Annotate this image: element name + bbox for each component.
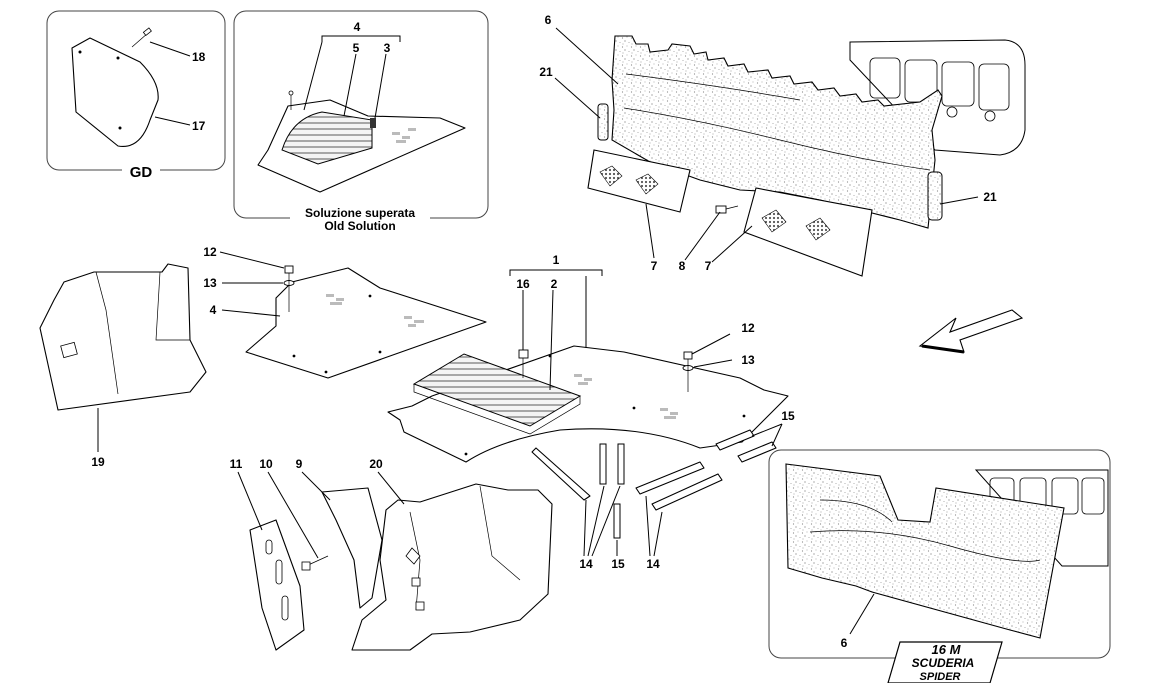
strip-part-15-b — [737, 441, 777, 463]
strip-part-15-bottom — [613, 503, 621, 539]
label-12-right: 12 — [741, 321, 755, 335]
label-15-bottom: 15 — [611, 557, 625, 571]
label-18: 18 — [192, 50, 206, 64]
label-3: 3 — [384, 41, 391, 55]
label-7-right: 7 — [705, 259, 712, 273]
logo-line-3: SPIDER — [920, 671, 961, 683]
side-trim-group: 19 — [39, 263, 207, 469]
wheelarch-group: 11 10 9 20 — [230, 457, 553, 651]
side-trim-part-19 — [39, 263, 207, 411]
label-16: 16 — [516, 277, 530, 291]
label-8: 8 — [679, 259, 686, 273]
clip-part-10 — [301, 561, 311, 571]
strip-part-21-left — [597, 103, 609, 141]
trim-part-9 — [321, 487, 383, 609]
label-11: 11 — [230, 457, 243, 471]
label-21-right: 21 — [983, 190, 997, 204]
label-5: 5 — [353, 41, 360, 55]
bolt-part-12-left — [284, 265, 294, 274]
old-insert-part-5 — [281, 111, 373, 165]
label-21-left: 21 — [539, 65, 553, 79]
bolt-part-12-right — [683, 351, 693, 360]
left-floor-mat-group: 12 13 4 — [203, 245, 487, 379]
gd-caption: GD — [130, 164, 153, 181]
strip-part-14-e — [651, 473, 723, 511]
label-4-top: 4 — [354, 20, 361, 34]
logo-line-1: 16 M — [932, 642, 962, 657]
gd-caption-bg — [122, 160, 160, 180]
strip-part-21-right — [927, 171, 943, 221]
main-floor-mat-group: 1 16 2 12 13 — [387, 253, 789, 463]
screw-part-16 — [518, 349, 529, 359]
gd-inset: GD 18 17 — [46, 10, 226, 181]
label-9: 9 — [296, 457, 303, 471]
panel-6-inset: 6 — [768, 449, 1111, 659]
label-6-inset: 6 — [841, 636, 848, 650]
screw-part-8 — [715, 205, 727, 214]
label-12-left: 12 — [203, 245, 217, 259]
logo-line-2: SCUDERIA — [912, 656, 975, 670]
old-solution-inset: Soluzione superata Old Solution 4 5 3 — [233, 10, 489, 233]
label-20: 20 — [369, 457, 383, 471]
bracket-part-11 — [249, 519, 305, 651]
label-2: 2 — [551, 277, 558, 291]
label-19: 19 — [91, 455, 105, 469]
gd-panel-part-17 — [71, 37, 159, 148]
label-13-right: 13 — [741, 353, 755, 367]
direction-arrow-icon — [918, 309, 1024, 353]
scuderia-spider-logo: 16 M SCUDERIA SPIDER — [887, 641, 1003, 683]
label-4-left: 4 — [210, 303, 217, 317]
label-7-left: 7 — [651, 259, 658, 273]
label-17: 17 — [192, 119, 206, 133]
strip-part-14-d — [635, 461, 705, 495]
strip-part-14-b — [599, 443, 607, 485]
floor-mat-part-4 — [245, 267, 487, 379]
label-14-a: 14 — [579, 557, 593, 571]
label-13-left: 13 — [203, 276, 217, 290]
label-10: 10 — [259, 457, 273, 471]
strip-part-14-c — [617, 443, 625, 485]
strips-group: 15 14 15 14 — [531, 409, 795, 571]
rear-bulkhead-group: 6 21 21 7 8 7 — [539, 13, 1026, 277]
label-15-top: 15 — [781, 409, 795, 423]
strip-part-14-a — [531, 447, 591, 501]
label-1: 1 — [553, 253, 560, 267]
label-6-top: 6 — [545, 13, 552, 27]
wheelarch-liner-part-20 — [351, 483, 553, 651]
old-screw-part-3 — [370, 118, 376, 128]
strip-part-15-a — [715, 429, 755, 451]
old-solution-caption-it: Soluzione superata — [305, 206, 415, 220]
rear-insulation-part-6-alt — [785, 463, 1065, 639]
old-solution-caption-en: Old Solution — [324, 219, 395, 233]
label-14-b: 14 — [646, 557, 660, 571]
